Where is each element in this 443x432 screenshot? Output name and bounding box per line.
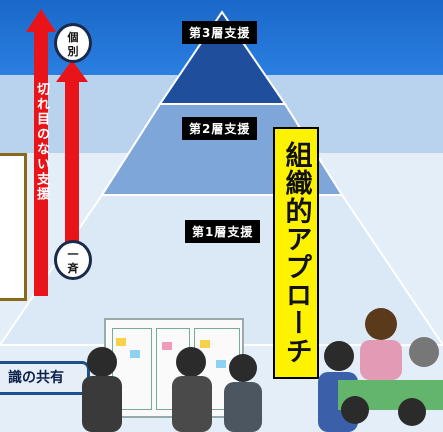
layer1-label: 第1層支援	[185, 220, 261, 243]
organizational-approach-box: 組織的アプローチ	[273, 127, 319, 379]
seamless-support-text: 切れ目のない支援	[34, 82, 49, 202]
layer3-label: 第3層支援	[182, 21, 258, 44]
individual-circle: 個 別	[54, 23, 92, 63]
red-arrows	[26, 9, 88, 296]
whole-class-circle: 一 斉	[54, 240, 92, 280]
left-red-arrow	[26, 9, 56, 296]
layer2-label: 第2層支援	[182, 117, 258, 140]
share-label: 識の共有	[0, 361, 90, 395]
left-partial-box	[0, 153, 27, 301]
whole-class-text: 一 斉	[67, 248, 79, 275]
right-red-arrow	[56, 60, 88, 250]
individual-text: 個 別	[67, 31, 79, 58]
